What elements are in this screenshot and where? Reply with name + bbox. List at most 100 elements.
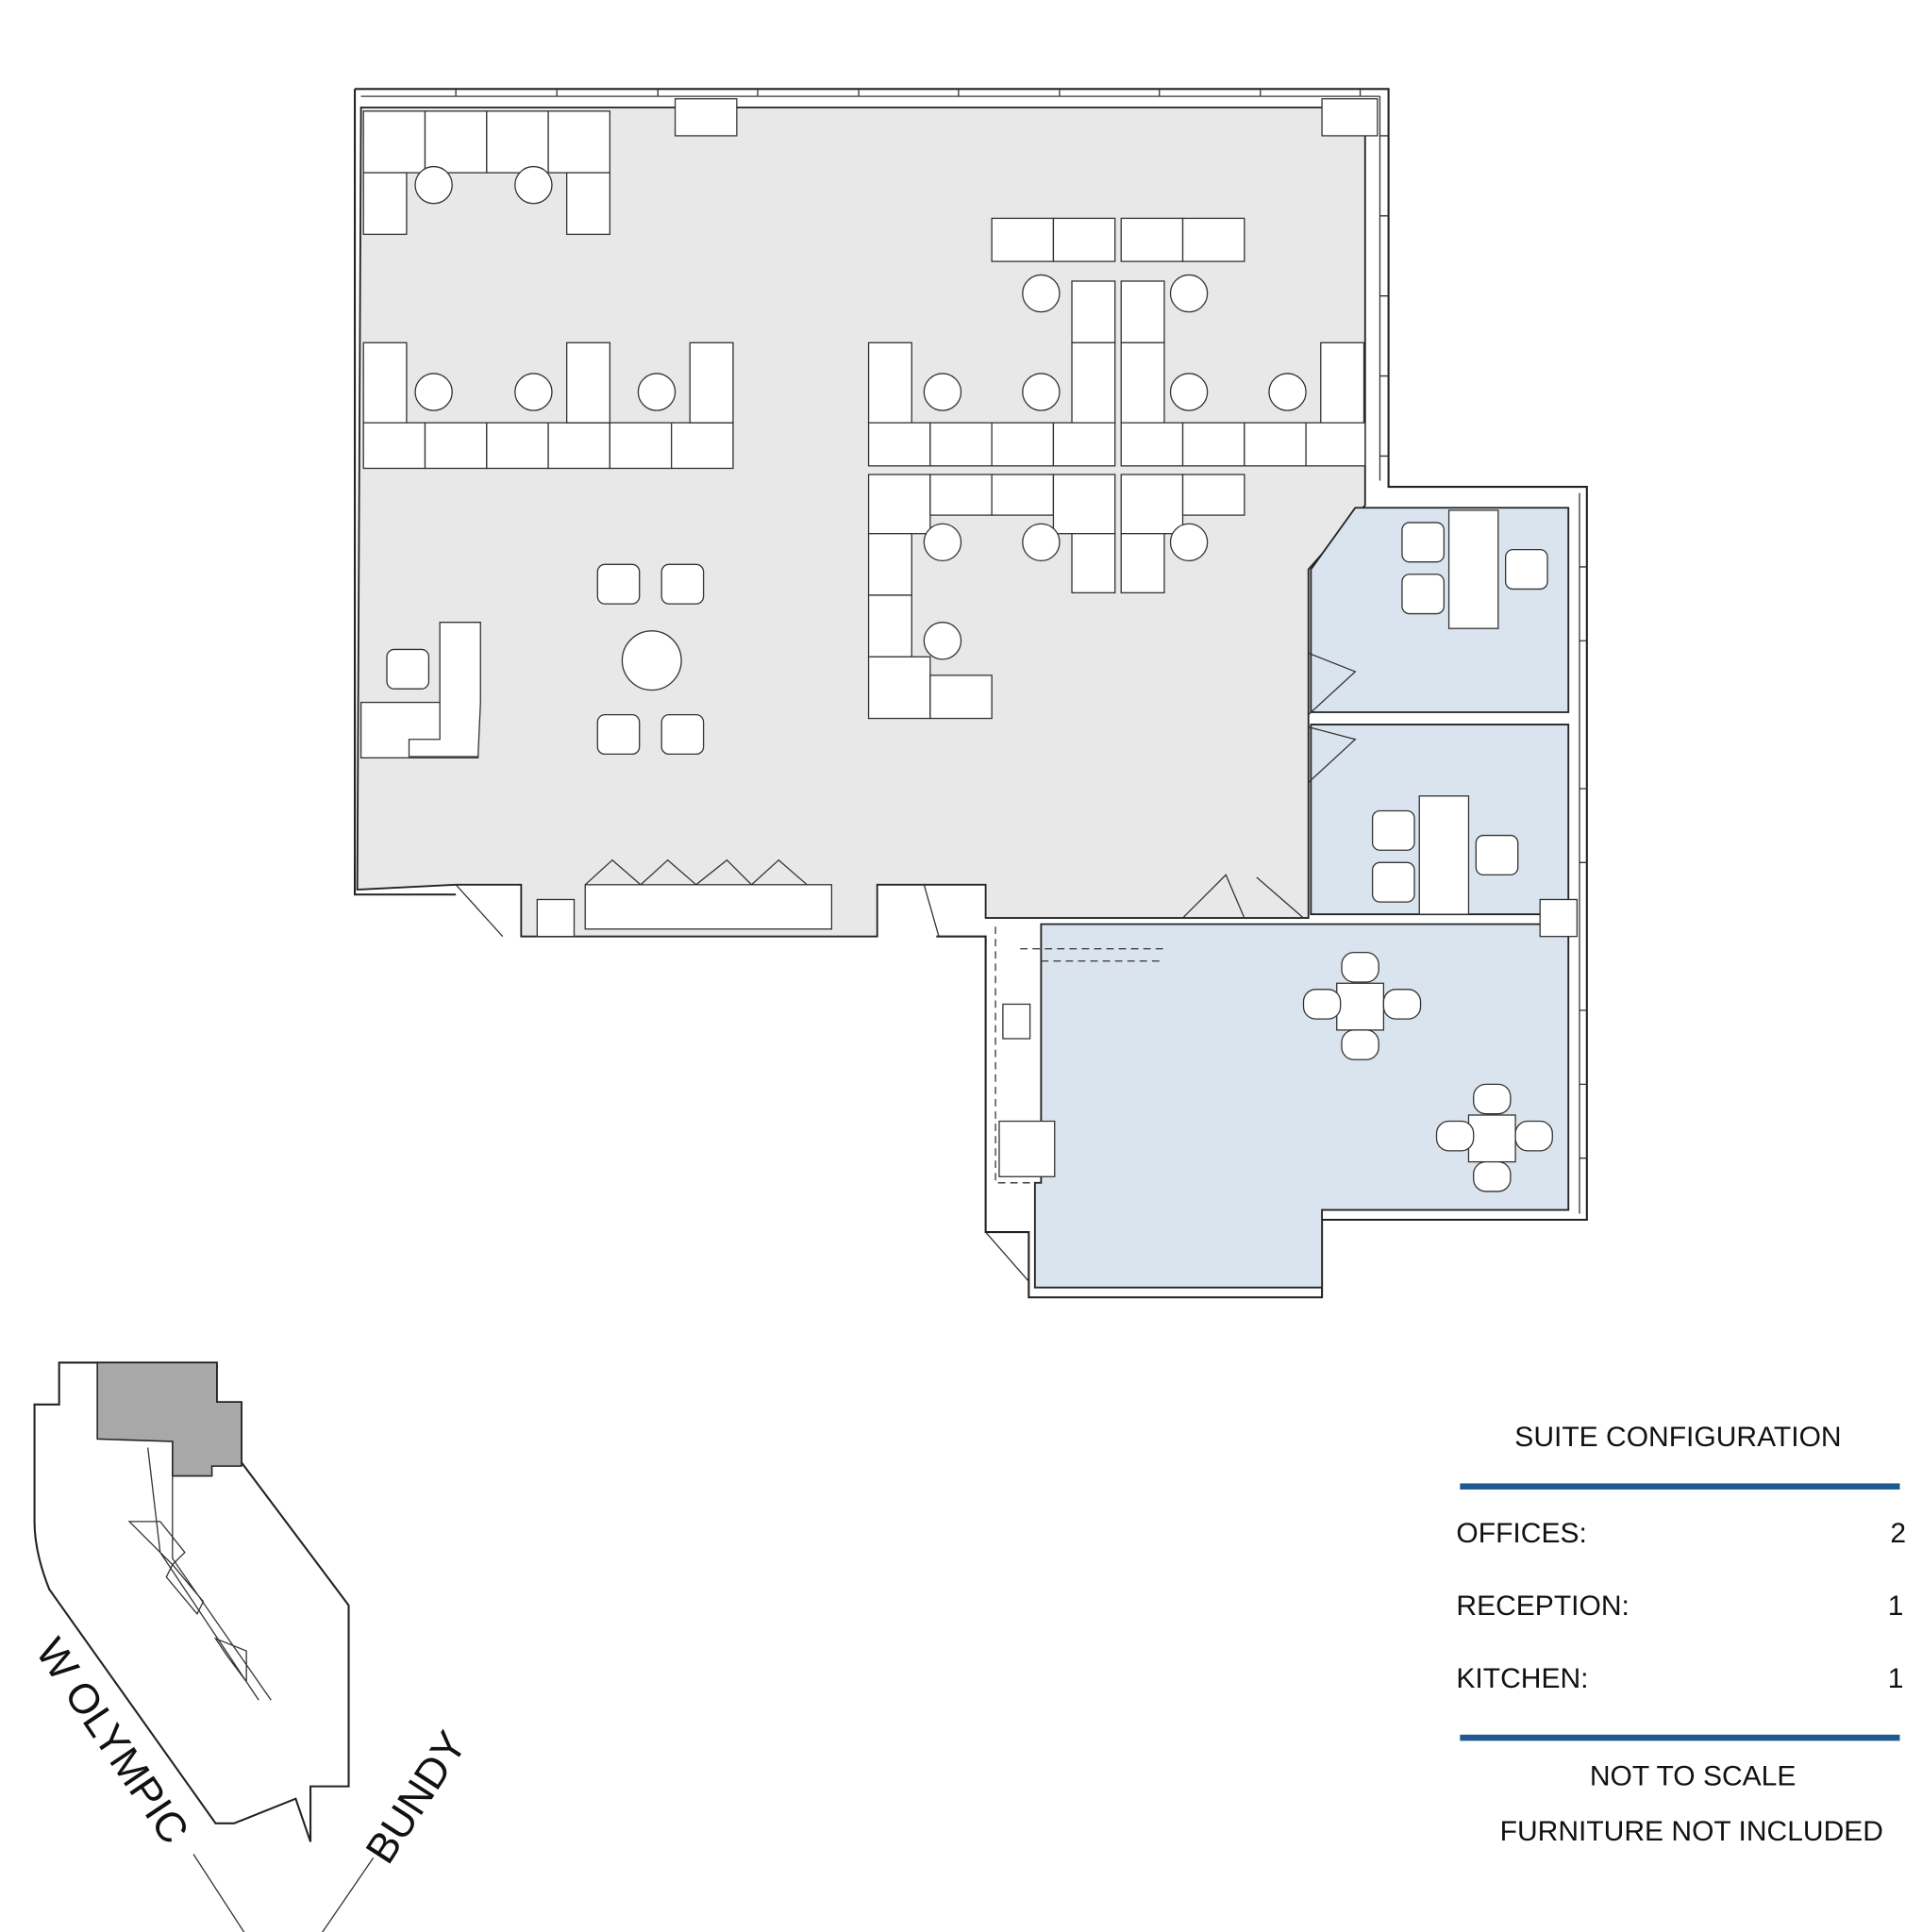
workstation-panel (486, 110, 549, 174)
workstation-panel (1120, 533, 1165, 594)
workstation-panel (867, 474, 931, 535)
task-chair (1169, 274, 1209, 313)
task-chair (1022, 274, 1061, 313)
conference-chair (1514, 1120, 1553, 1152)
task-chair (1169, 523, 1209, 562)
kitchen-value: 1 (1888, 1663, 1904, 1694)
building-core (127, 1447, 272, 1701)
workstation-panel (1071, 533, 1116, 594)
round-table (621, 630, 682, 691)
workstation-panel (424, 110, 488, 174)
lounge-chair (660, 563, 705, 605)
workstation-panel (1052, 217, 1116, 262)
column (1321, 98, 1379, 137)
workstation-panel (547, 110, 611, 174)
workstation-panel (566, 341, 611, 424)
legend-rule-bottom (1460, 1734, 1900, 1741)
workstation-panel (867, 341, 912, 424)
desk (1418, 795, 1470, 915)
workstation-panel (991, 217, 1055, 262)
note-not-to-scale: NOT TO SCALE (1590, 1760, 1797, 1791)
lounge-chair (660, 713, 705, 756)
note-furniture-not-included: FURNITURE NOT INCLUDED (1500, 1816, 1883, 1847)
conference-chair (1302, 989, 1342, 1020)
workstation-panel (362, 341, 408, 424)
conference-chair (1473, 1160, 1512, 1192)
leased-suite-highlight (96, 1361, 242, 1477)
task-chair (414, 165, 453, 205)
conference-chair (1473, 1083, 1512, 1115)
suite-floor-plan (354, 88, 1588, 1299)
reception-value: 1 (1888, 1591, 1904, 1622)
workstation-panel (362, 422, 426, 470)
sink-icon (1002, 1003, 1031, 1040)
workstation-panel (867, 422, 931, 467)
building-outline (33, 1361, 350, 1842)
workstation-panel (1071, 280, 1116, 343)
workstation-panel (1052, 474, 1116, 535)
workstation-panel (1071, 341, 1116, 424)
workstation-panel (867, 594, 912, 658)
task-chair (637, 373, 677, 411)
workstation-panel (991, 474, 1055, 516)
closets (584, 884, 833, 930)
door-swings (455, 652, 1357, 1282)
workstation-panel (1181, 422, 1245, 467)
task-chair (514, 165, 553, 205)
task-chair (514, 373, 553, 411)
workstation-panel (1120, 341, 1165, 424)
workstation-panel (609, 422, 673, 470)
task-chair (1022, 373, 1061, 411)
reception-desk (408, 622, 481, 758)
workstation-panel (991, 422, 1055, 467)
workstation-panel (486, 422, 549, 470)
workstation-panel (929, 675, 993, 720)
suite-configuration-legend: SUITE CONFIGURATION OFFICES: 2 RECEPTION… (1456, 1422, 1906, 1847)
workstation-panel (1120, 217, 1184, 262)
refrigerator (998, 1120, 1056, 1177)
workstation-panel (1181, 217, 1245, 262)
lounge-chair (1401, 522, 1446, 563)
lounge-chair (1475, 834, 1519, 876)
workstation-panel (1120, 422, 1184, 467)
workstation-panel (1052, 422, 1116, 467)
lounge-chair (596, 713, 641, 756)
workstation-panel (547, 422, 611, 470)
reception-label: RECEPTION: (1456, 1591, 1629, 1622)
street-label-bundy: BUNDY (358, 1724, 476, 1872)
conference-table (1336, 982, 1385, 1031)
street-label-w-olympic: W OLYMPIC (26, 1630, 197, 1852)
kitchen-counter (994, 926, 1164, 1184)
conference-table (1467, 1114, 1516, 1163)
chairs (386, 165, 1553, 1192)
workstation-panel (689, 341, 734, 424)
kitchen-label: KITCHEN: (1456, 1663, 1588, 1694)
column (536, 898, 576, 938)
task-chair (923, 373, 962, 411)
workstation-panel (1120, 280, 1165, 343)
workstation-panel (424, 422, 488, 470)
workstation-panel (1305, 422, 1366, 467)
workstation-panel (670, 422, 734, 470)
task-chair (1268, 373, 1307, 411)
conference-chair (1341, 1029, 1379, 1060)
task-chair (1022, 523, 1061, 562)
workstation-panel (867, 533, 912, 596)
workstation-panel (1244, 422, 1307, 467)
task-chair (1169, 373, 1209, 411)
lounge-chair (1401, 574, 1446, 615)
lounge-chair (596, 563, 641, 605)
column (1539, 898, 1579, 938)
offices-label: OFFICES: (1456, 1518, 1586, 1549)
lounge-chair (386, 648, 430, 690)
workstation-panel (1181, 474, 1245, 516)
workstation-panel (929, 474, 993, 516)
legend-rule-top (1460, 1483, 1900, 1490)
workstation-panel (1320, 341, 1365, 424)
workstations (362, 110, 1366, 720)
task-chair (923, 622, 962, 660)
column (674, 98, 738, 137)
workstation-panel (1120, 474, 1184, 535)
lounge-chair (1371, 809, 1415, 851)
